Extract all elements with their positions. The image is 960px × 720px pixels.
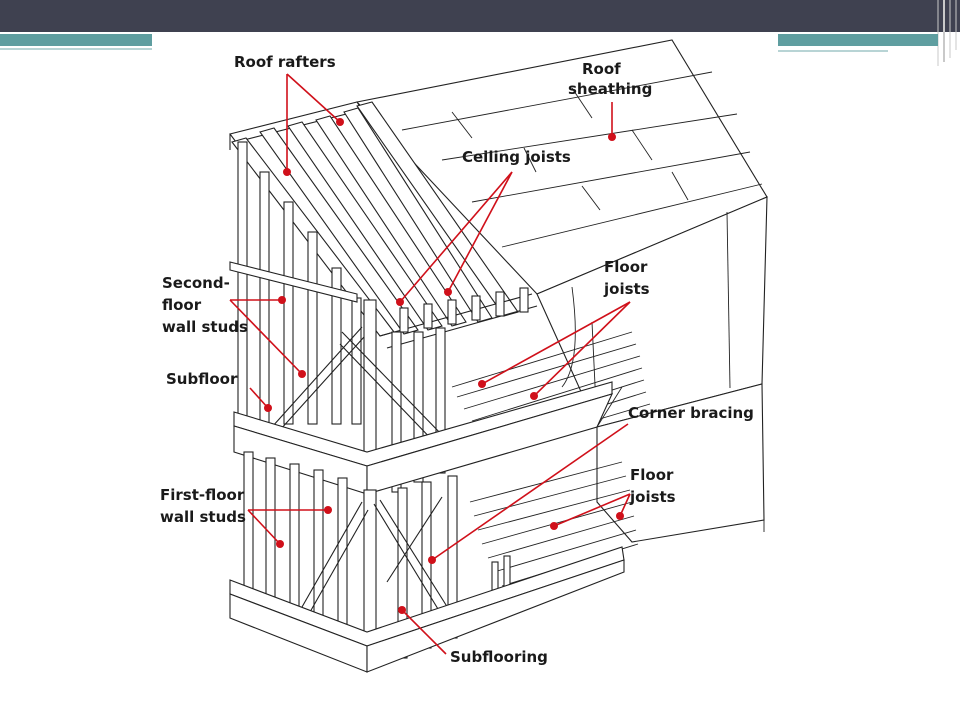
label-roof-sheathing-line2: sheathing	[568, 80, 652, 98]
leader-lines	[229, 73, 631, 655]
label-floor-joists-upper-line2: joists	[603, 280, 650, 298]
framing-illustration: Roof rafters Roof sheathing Ceiling jois…	[160, 39, 768, 673]
upper-floor-deck	[451, 331, 651, 449]
label-ceiling-joists: Ceiling joists	[462, 148, 571, 166]
label-floor-joists-lower-line2: joists	[629, 488, 676, 506]
house-framing-diagram: Roof rafters Roof sheathing Ceiling jois…	[152, 32, 778, 720]
lower-floor-joists	[469, 461, 639, 591]
accent-line-right	[778, 50, 888, 52]
callout-labels: Roof rafters Roof sheathing Ceiling jois…	[160, 53, 754, 666]
label-floor-joists-upper-line1: Floor	[604, 258, 648, 276]
label-second-floor-line1: Second-	[162, 274, 230, 292]
first-floor-wall-studs	[243, 451, 459, 669]
title-bar	[0, 0, 960, 32]
slide-corner-ornament	[932, 0, 960, 66]
ceiling-joist-ends	[399, 287, 529, 333]
label-subflooring: Subflooring	[450, 648, 548, 666]
subfloor-band	[233, 381, 613, 495]
accent-bar-right	[778, 34, 938, 46]
label-first-floor-line1: First-floor	[160, 486, 245, 504]
label-second-floor-line3: wall studs	[162, 318, 248, 336]
second-floor-wall-studs	[229, 141, 446, 501]
accent-bar-left	[0, 34, 152, 46]
label-second-floor-line2: floor	[162, 296, 202, 314]
accent-line-left	[0, 48, 152, 50]
label-first-floor-line2: wall studs	[160, 508, 246, 526]
roof-sheathing-panel	[355, 39, 768, 295]
sill-plate	[229, 546, 625, 673]
label-floor-joists-lower-line1: Floor	[630, 466, 674, 484]
label-roof-rafters: Roof rafters	[234, 53, 336, 71]
label-roof-sheathing-line1: Roof	[582, 60, 621, 78]
label-subfloor: Subfloor	[166, 370, 238, 388]
label-corner-bracing: Corner bracing	[628, 404, 754, 422]
